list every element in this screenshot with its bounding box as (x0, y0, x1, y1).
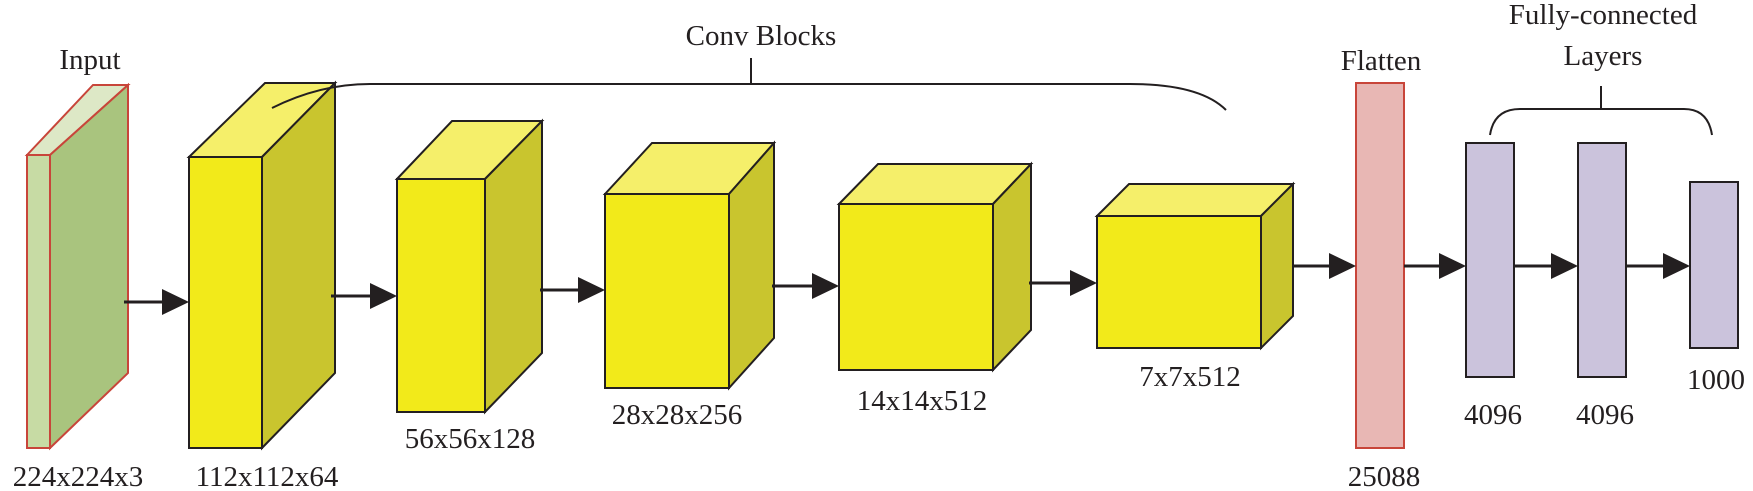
fc-layer-2-dimension-label: 4096 (1576, 399, 1634, 431)
conv-block-2-front-face (396, 178, 486, 413)
conv-block-2-dimension-label: 56x56x128 (405, 423, 536, 455)
conv-block-3 (602, 140, 777, 391)
conv-blocks-brace (271, 83, 1227, 111)
fc-layer-1-dimension-label: 4096 (1464, 399, 1522, 431)
conv-block-5-dimension-label: 7x7x512 (1139, 361, 1241, 393)
conv-block-1 (186, 80, 338, 451)
conv-block-4 (836, 161, 1034, 373)
arrow-conv3-to-conv4 (772, 273, 839, 299)
arrow-conv2-to-conv3 (540, 277, 605, 303)
fc-layer-2 (1577, 142, 1627, 378)
fc-layer-3 (1689, 181, 1739, 349)
conv-block-5 (1094, 181, 1296, 351)
flatten-dimension-label: 25088 (1348, 461, 1421, 491)
conv-block-4-dimension-label: 14x14x512 (857, 385, 988, 417)
conv-block-1-front-face (188, 156, 263, 449)
conv-block-2 (394, 118, 545, 415)
conv-block-1-dimension-label: 112x112x64 (196, 461, 339, 491)
conv-block-3-dimension-label: 28x28x256 (612, 399, 743, 431)
conv-block-5-top-face (1094, 183, 1296, 217)
arrow-fc2-to-fc3 (1626, 253, 1690, 279)
arrow-conv5-to-flatten (1293, 253, 1356, 279)
fully-connected-label-line1: Fully-connected (1509, 0, 1698, 31)
arrow-conv4-to-conv5 (1029, 270, 1097, 296)
input-front-face (26, 154, 51, 449)
arrow-input-to-conv1 (124, 289, 189, 315)
flatten-layer (1355, 82, 1405, 449)
fc-layer-1 (1465, 142, 1515, 378)
fully-connected-label-line2: Layers (1564, 40, 1643, 72)
conv-blocks-label: Conv Blocks (686, 20, 837, 52)
conv-block-4-front-face (838, 203, 994, 371)
arrow-flatten-to-fc1 (1404, 253, 1466, 279)
conv-block-5-front-face (1096, 215, 1262, 349)
input-dimension-label: 224x224x3 (13, 461, 144, 491)
fully-connected-brace (1489, 108, 1713, 136)
input-layer (24, 82, 131, 451)
conv-block-3-front-face (604, 193, 730, 389)
fc-layer-3-dimension-label: 1000 (1687, 364, 1745, 396)
arrow-fc1-to-fc2 (1514, 253, 1578, 279)
arrow-conv1-to-conv2 (331, 283, 397, 309)
input-label: Input (59, 44, 120, 76)
flatten-label: Flatten (1341, 45, 1422, 77)
